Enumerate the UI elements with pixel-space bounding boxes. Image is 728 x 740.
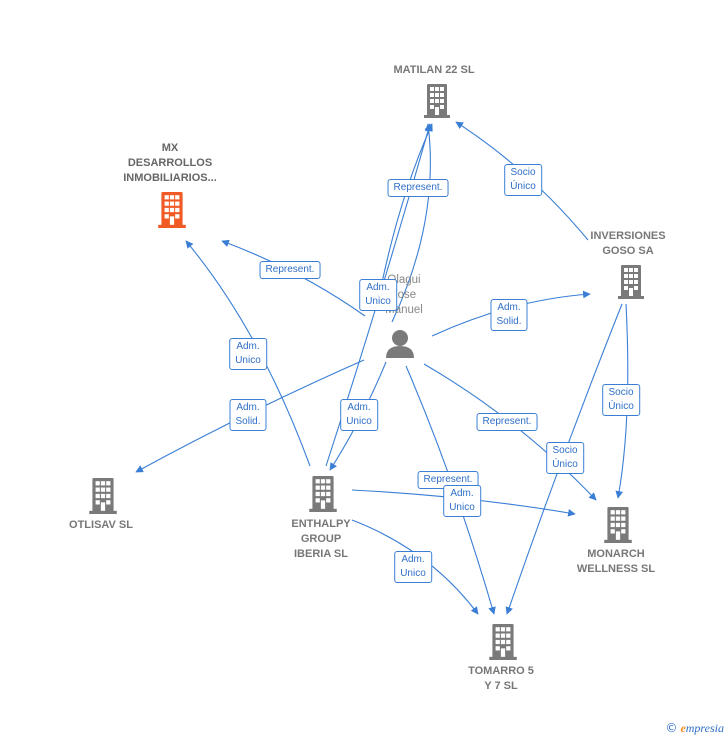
node-label-otlisav[interactable]: OTLISAV SL (69, 519, 133, 531)
edge-label-adm-unico-enthalpy[interactable]: Adm. Unico (340, 399, 378, 431)
edge-label-adm-solid-otlisav[interactable]: Adm. Solid. (229, 399, 267, 431)
edge-label-adm-unico-tomarro-mid[interactable]: Adm. Unico (443, 485, 481, 517)
monarch-building-icon[interactable] (604, 507, 632, 543)
brand-footer[interactable]: © empresia (665, 721, 724, 736)
edge-label-adm-unico-matilan[interactable]: Adm. Unico (359, 279, 397, 311)
mx-building-icon[interactable] (158, 192, 186, 228)
node-label-matilan[interactable]: MATILAN 22 SL (393, 64, 475, 76)
edge-label-socio-tomarro[interactable]: Socio Único (546, 442, 584, 474)
brand-name: mpresia (685, 721, 724, 735)
edge-label-represent-mx[interactable]: Represent. (259, 261, 321, 279)
enthalpy-building-icon[interactable] (309, 476, 337, 512)
edge-label-adm-solid-inversiones[interactable]: Adm. Solid. (490, 299, 528, 331)
edge-label-socio-monarch[interactable]: Socio Único (602, 384, 640, 416)
edge-label-socio-matilan[interactable]: Socio Único (504, 164, 542, 196)
edge-person-matilan-represent (377, 123, 433, 303)
node-label-mx[interactable]: MX DESARROLLOS INMOBILIARIOS... (123, 142, 217, 184)
matilan-building-icon[interactable] (424, 84, 450, 118)
edge-label-represent-matilan[interactable]: Represent. (387, 179, 449, 197)
node-label-inversiones[interactable]: INVERSIONES GOSO SA (590, 230, 666, 257)
node-label-tomarro[interactable]: TOMARRO 5 Y 7 SL (468, 665, 534, 692)
edge-label-represent-monarch[interactable]: Represent. (476, 413, 538, 431)
inversiones-building-icon[interactable] (618, 265, 644, 299)
node-label-enthalpy[interactable]: ENTHALPY GROUP IBERIA SL (291, 518, 351, 560)
otlisav-building-icon[interactable] (89, 478, 117, 514)
edge-label-adm-unico-tomarro[interactable]: Adm. Unico (394, 551, 432, 583)
tomarro-building-icon[interactable] (489, 624, 517, 660)
node-label-monarch[interactable]: MONARCH WELLNESS SL (576, 548, 656, 575)
person-icon[interactable] (386, 330, 414, 358)
edge-person-matilan-adm (391, 123, 433, 323)
edge-label-adm-unico-mx[interactable]: Adm. Unico (229, 338, 267, 370)
copyright-icon: © (665, 721, 678, 735)
brand-initial: e (680, 721, 686, 735)
edges (135, 121, 629, 615)
